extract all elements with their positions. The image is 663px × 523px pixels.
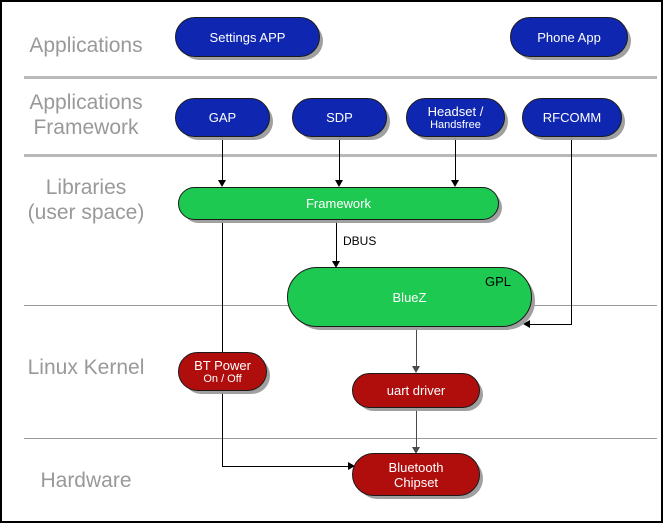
node-phone-app-label: Phone App [537, 29, 601, 45]
layer-label-linux-kernel-text: Linux Kernel [27, 356, 145, 379]
edge-framework-bluez-line [336, 219, 337, 265]
node-bt-power-sublabel: On / Off [203, 372, 242, 385]
node-bluetooth-chipset-sublabel: Chipset [393, 474, 439, 490]
edge-headset-framework-line [455, 137, 456, 181]
edge-rfcomm-bluez-arrow [523, 320, 530, 328]
node-bluez[interactable]: GPL BlueZ [287, 267, 532, 327]
node-settings-app-label: Settings APP [209, 29, 286, 45]
node-settings-app[interactable]: Settings APP [175, 17, 320, 57]
layer-label-applications: Applications [2, 33, 170, 58]
divider-applications-framework [24, 154, 657, 157]
node-rfcomm[interactable]: RFCOMM [522, 98, 622, 137]
edge-uart-btchipset-arrow [412, 447, 420, 454]
layer-label-applications-framework: Applications Framework [2, 90, 170, 140]
edge-bluez-uart-line [416, 326, 417, 368]
edge-rfcomm-bluez-vline [571, 137, 572, 325]
node-framework-label: Framework [305, 196, 371, 211]
node-bluez-label: BlueZ [392, 289, 427, 305]
node-rfcomm-label: RFCOMM [542, 110, 602, 125]
layer-label-applications-framework-line2: Framework [33, 116, 139, 139]
node-bt-power[interactable]: BT Power On / Off [178, 352, 267, 391]
layer-label-libraries-line1: Libraries [45, 176, 127, 199]
edge-bluez-uart-arrow [412, 366, 420, 373]
edge-sdp-framework-line [339, 137, 340, 181]
layer-label-hardware-text: Hardware [40, 469, 132, 492]
edge-sdp-framework-arrow [335, 180, 343, 187]
edge-rfcomm-bluez-hline [530, 324, 572, 325]
edge-label-dbus: DBUS [343, 234, 377, 248]
node-headset-handsfree-sublabel: Handsfree [430, 118, 481, 131]
node-framework[interactable]: Framework [178, 187, 499, 220]
layer-label-hardware: Hardware [2, 468, 170, 493]
node-bluez-badge-gpl: GPL [484, 274, 511, 289]
edge-framework-btchipset-hline [222, 466, 350, 467]
edge-uart-btchipset-line [416, 408, 417, 450]
edge-framework-bluez-arrow [332, 261, 340, 268]
divider-applications [24, 76, 657, 79]
edge-gap-framework-arrow [218, 180, 226, 187]
layer-label-libraries: Libraries (user space) [2, 175, 170, 225]
node-bluetooth-chipset[interactable]: Bluetooth Chipset [352, 453, 480, 496]
node-sdp[interactable]: SDP [292, 98, 387, 137]
node-phone-app[interactable]: Phone App [510, 17, 628, 57]
edge-framework-btchipset-arrow [348, 462, 355, 470]
node-bluetooth-chipset-label: Bluetooth [388, 459, 444, 475]
node-bt-power-label: BT Power [194, 357, 251, 373]
edge-framework-btchipset-vline [222, 219, 223, 466]
layer-label-linux-kernel: Linux Kernel [2, 355, 170, 380]
layer-label-libraries-line2: (user space) [27, 201, 145, 224]
layer-label-applications-framework-line1: Applications [29, 91, 143, 114]
edge-gap-framework-line [222, 137, 223, 181]
node-uart-driver[interactable]: uart driver [352, 373, 480, 408]
layer-label-applications-text: Applications [29, 34, 143, 57]
divider-linux-kernel [24, 438, 657, 439]
edge-headset-framework-arrow [451, 180, 459, 187]
node-headset-handsfree[interactable]: Headset / Handsfree [406, 98, 505, 137]
node-headset-handsfree-label: Headset / [427, 103, 484, 119]
node-uart-driver-label: uart driver [386, 383, 446, 398]
node-gap-label: GAP [208, 110, 237, 125]
node-sdp-label: SDP [326, 110, 353, 125]
node-gap[interactable]: GAP [175, 98, 270, 137]
